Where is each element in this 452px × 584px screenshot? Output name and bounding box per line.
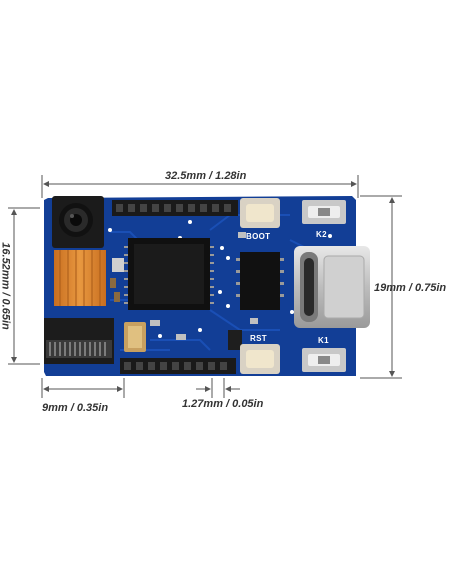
boot-button: [240, 198, 280, 228]
pin-pitch-dimension-label: 1.27mm / 0.05in: [182, 398, 264, 410]
dimension-camera-line: [41, 378, 125, 398]
top-pin-header: [112, 200, 238, 216]
dimension-pitch-line: [196, 378, 240, 398]
width-dimension-label: 32.5mm / 1.28in: [165, 170, 247, 182]
k2-silkscreen-label: K2: [316, 230, 327, 239]
rst-button: [240, 344, 280, 374]
small-components: [110, 232, 310, 350]
camera-offset-dimension-label: 9mm / 0.35in: [42, 402, 109, 414]
k1-switch: [302, 348, 346, 372]
dimension-left-height-line: [8, 207, 40, 365]
main-chip: [124, 238, 214, 310]
usb-c-port: [294, 246, 370, 328]
secondary-chip: [236, 252, 284, 310]
bottom-pin-header: [120, 358, 236, 374]
rst-silkscreen-label: RST: [250, 334, 267, 343]
right-height-dimension-label: 19mm / 0.75in: [374, 282, 447, 294]
k1-silkscreen-label: K1: [318, 336, 329, 345]
k2-switch: [302, 200, 346, 224]
crystal-oscillator: [124, 322, 146, 352]
camera-module: [52, 196, 104, 248]
fpc-connector: [44, 318, 114, 364]
camera-flex-cable: [54, 250, 106, 306]
dimension-width-line: [41, 175, 359, 198]
boot-silkscreen-label: BOOT: [246, 232, 271, 241]
dimension-right-height-line: [360, 195, 402, 379]
left-height-dimension-label: 16.52mm / 0.65in: [0, 242, 12, 330]
